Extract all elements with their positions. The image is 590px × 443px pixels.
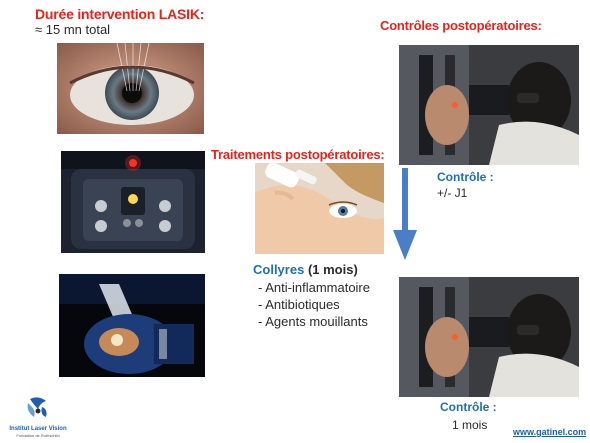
lasik-duration-value: ≈ 15 mn total [35, 22, 111, 37]
footer-url-link[interactable]: www.gatinel.com [513, 427, 587, 437]
institut-laser-vision-logo: Institut Laser Vision Fondation de Roths… [8, 395, 68, 438]
treatments-title: Traitements postopératoires: [211, 147, 385, 162]
exam-photo-2 [399, 277, 579, 397]
first-control-label: Contrôle : [437, 170, 494, 184]
collyres-duration: (1 mois) [307, 262, 358, 277]
collyres-label: Collyres [253, 262, 305, 277]
laser-machine-photo [61, 151, 205, 253]
logo-mark-icon [27, 397, 47, 417]
list-item: Anti-inflammatoire [258, 279, 370, 296]
second-control-value: 1 mois [452, 418, 488, 432]
first-control-value: +/- J1 [437, 186, 468, 200]
list-item: Antibiotiques [258, 296, 370, 313]
treatment-list: Anti-inflammatoire Antibiotiques Agents … [258, 279, 370, 330]
second-control-label: Contrôle : [440, 400, 497, 414]
exam-photo-1 [399, 45, 579, 165]
controls-title: Contrôles postopératoires: [380, 18, 542, 33]
down-arrow-icon [390, 168, 420, 262]
list-item: Agents mouillants [258, 313, 370, 330]
eye-drops-photo [255, 163, 384, 254]
logo-subtitle: Fondation de Rothschild [16, 433, 60, 438]
lasik-duration-title: Durée intervention LASIK: [35, 6, 205, 22]
collyres-heading: Collyres (1 mois) [253, 262, 358, 277]
lasik-eye-photo [57, 43, 204, 134]
surgery-photo [59, 274, 205, 377]
logo-name: Institut Laser Vision [9, 426, 67, 432]
